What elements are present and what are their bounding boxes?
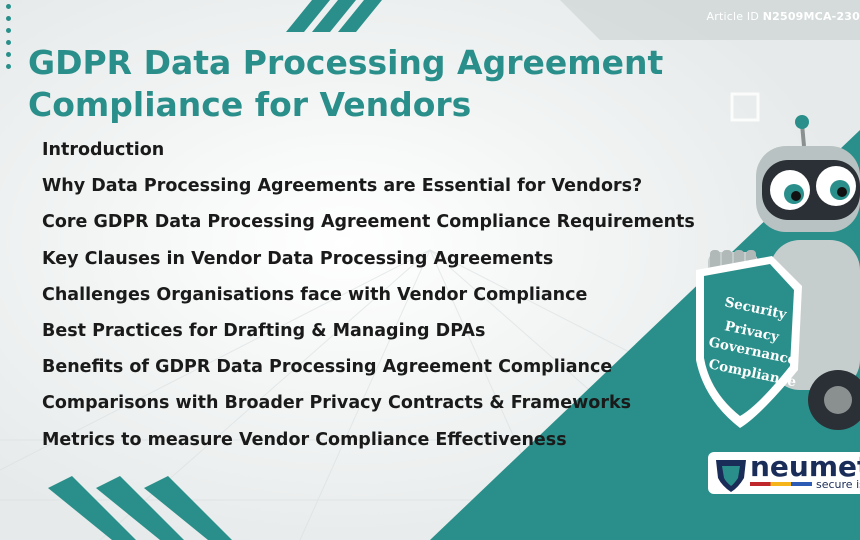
toc-item: Benefits of GDPR Data Processing Agreeme…: [42, 357, 613, 378]
toc-item: Why Data Processing Agreements are Essen…: [42, 176, 643, 197]
article-id: Article ID N2509MCA-230: [707, 10, 860, 23]
table-of-contents: Introduction Why Data Processing Agreeme…: [42, 138, 695, 464]
toc-item: Metrics to measure Vendor Compliance Eff…: [42, 429, 567, 450]
toc-item: Key Clauses in Vendor Data Processing Ag…: [42, 248, 554, 269]
brand-tagline: secure is: [816, 478, 860, 491]
article-id-value: N2509MCA-230: [762, 10, 860, 23]
robot-illustration: Security Privacy Governance Compliance: [696, 115, 860, 430]
dot-column: [6, 4, 11, 76]
toc-item: Core GDPR Data Processing Agreement Comp…: [42, 212, 695, 233]
toc-item: Best Practices for Drafting & Managing D…: [42, 320, 486, 341]
toc-item: Introduction: [42, 140, 165, 160]
brand-logo: neumet secure is: [708, 452, 860, 494]
toc-item: Comparisons with Broader Privacy Contrac…: [42, 393, 632, 414]
article-id-label: Article ID: [706, 10, 760, 23]
shield-logo-icon: [716, 460, 746, 492]
toc-item: Challenges Organisations face with Vendo…: [42, 284, 588, 305]
page-title: GDPR Data Processing Agreement Complianc…: [28, 43, 664, 124]
brand-color-bar: [750, 482, 812, 486]
brand-name: neumet: [750, 452, 860, 483]
